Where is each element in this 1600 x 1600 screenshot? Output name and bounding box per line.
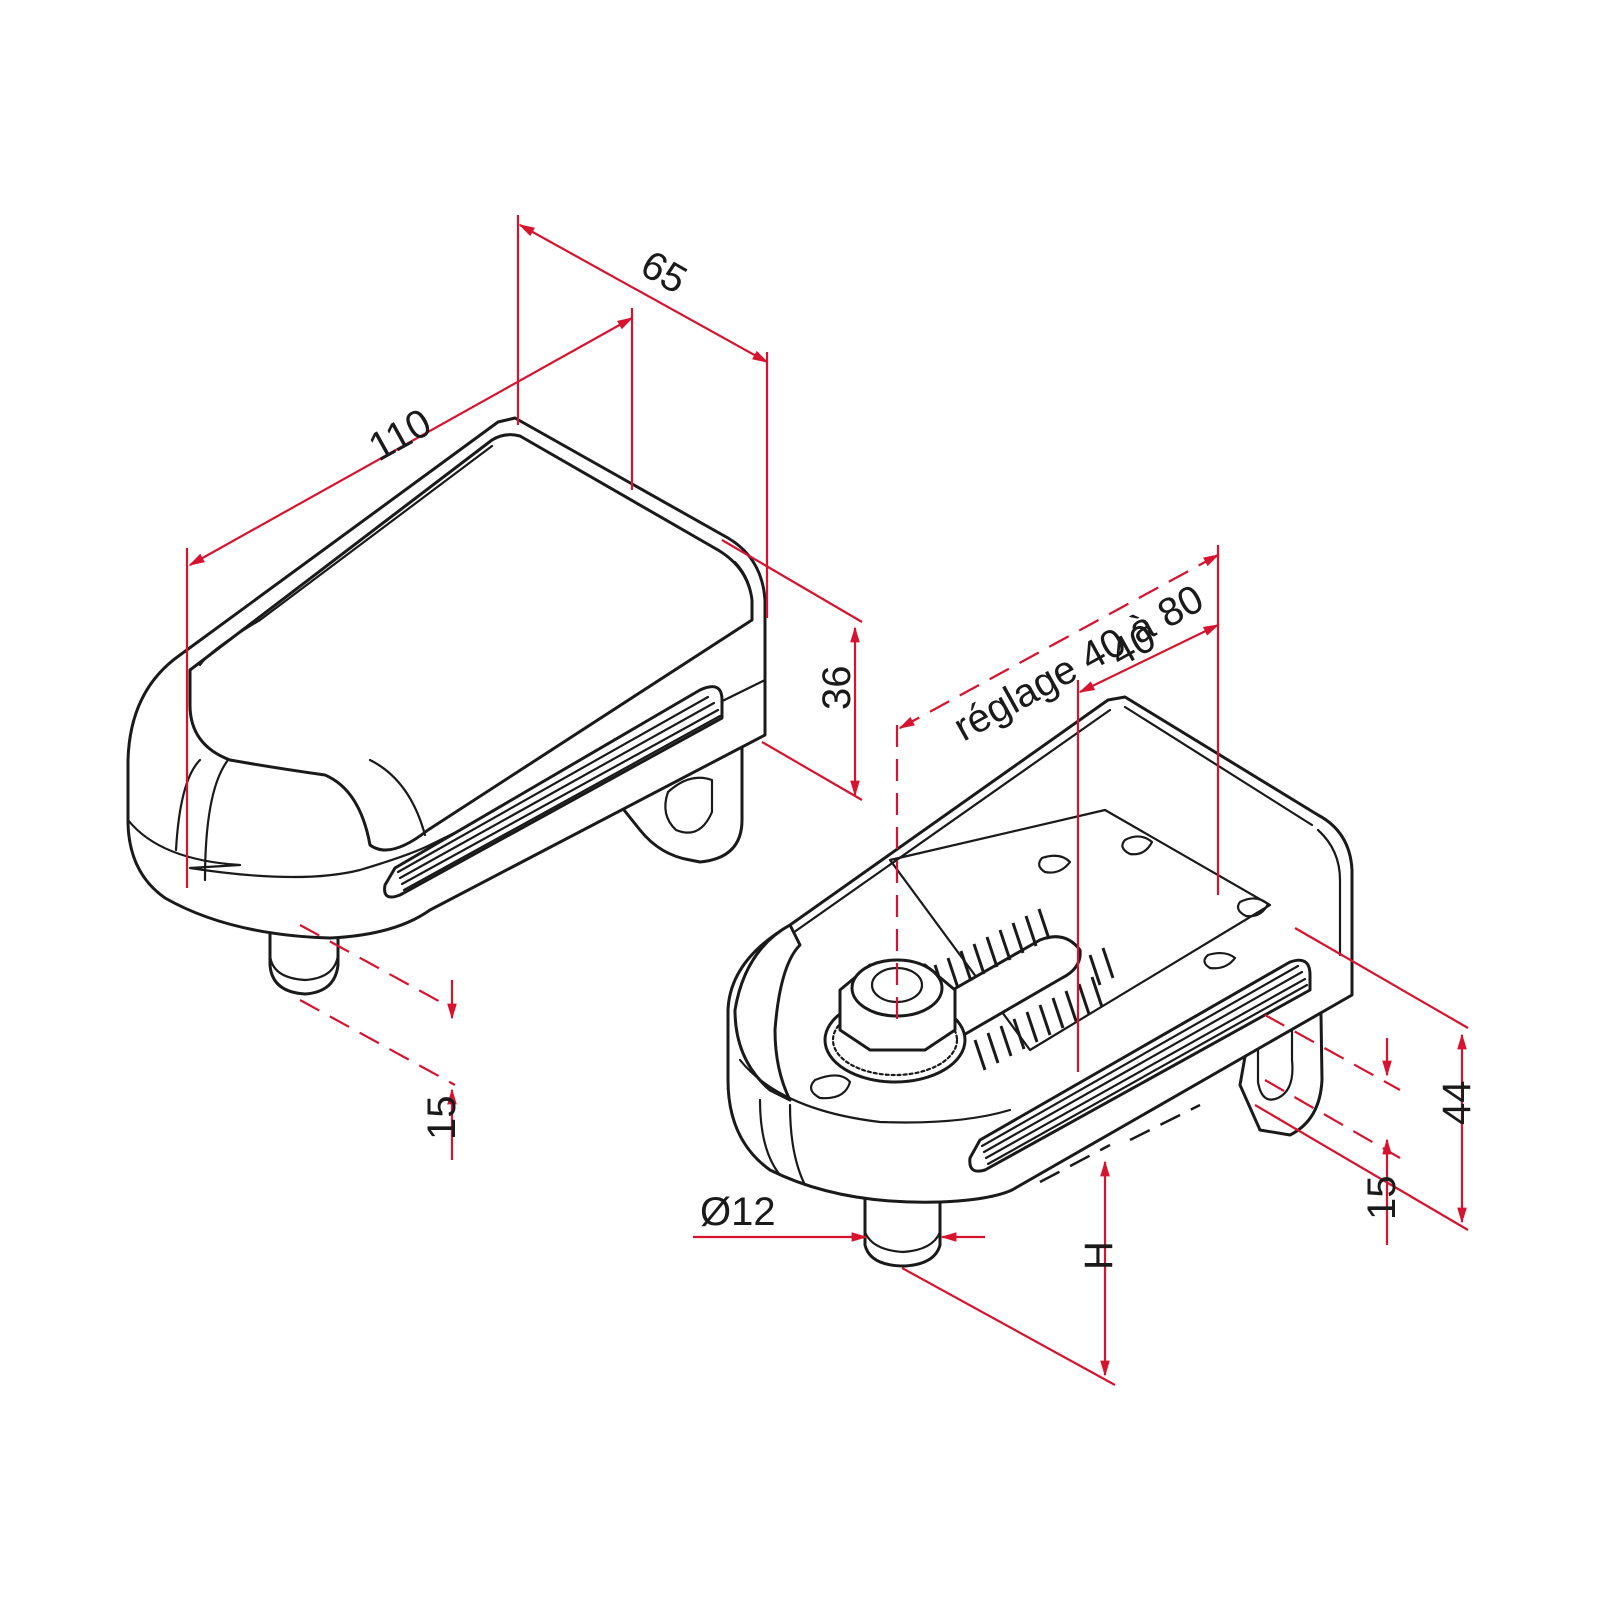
dim-36-ext-top xyxy=(721,539,863,623)
right-part xyxy=(726,695,1354,1268)
dim-65-line xyxy=(518,224,769,363)
left-cover-edge xyxy=(198,444,754,667)
dim-15-left-ext-bottom xyxy=(299,999,456,1086)
dim-adjust-line xyxy=(898,554,1220,729)
right-pin-chamfer xyxy=(863,1230,942,1254)
right-front-hole xyxy=(809,1074,852,1100)
right-front-edge xyxy=(738,1058,1012,1187)
left-bracket-slot xyxy=(664,776,714,834)
left-dimensions: 110 65 36 15 xyxy=(185,215,863,1160)
dim-diameter-label: Ø12 xyxy=(700,1190,776,1234)
dim-15-right-ext-top xyxy=(1264,1014,1401,1091)
right-washer-teeth xyxy=(831,1003,959,1077)
right-slot-lines xyxy=(980,964,1309,1166)
dim-h-ext-bottom xyxy=(901,1267,1116,1386)
left-slot-lines xyxy=(396,695,722,892)
left-cover-shoulder xyxy=(368,758,427,837)
dim-44-ext-bottom xyxy=(1254,1104,1469,1231)
left-part xyxy=(126,416,767,996)
dim-h-label: H xyxy=(1077,1241,1121,1270)
dim-44-ext-top xyxy=(1294,927,1469,1029)
dim-40-line xyxy=(1078,624,1220,693)
right-front-hook xyxy=(733,923,802,1102)
dim-15-left-ext-top xyxy=(299,924,456,1011)
dim-15-right-ext-bottom xyxy=(1264,1079,1401,1159)
left-body-rim xyxy=(126,678,767,879)
dim-36-ext-bottom xyxy=(761,741,863,801)
dim-44-label: 44 xyxy=(1435,1081,1479,1126)
right-plate-hole-2 xyxy=(1236,897,1270,918)
dim-15-left-label: 15 xyxy=(420,1096,464,1141)
right-plate-hole-1 xyxy=(1121,835,1154,856)
right-plate-slot-1 xyxy=(1038,854,1072,874)
right-plate-slot-2 xyxy=(1203,951,1237,970)
dim-36-label: 36 xyxy=(815,666,859,711)
dim-15-right-label: 15 xyxy=(1360,1176,1404,1221)
dim-110-label: 110 xyxy=(361,401,438,470)
left-pin-chamfer xyxy=(268,953,340,982)
left-cover-front xyxy=(174,758,230,882)
